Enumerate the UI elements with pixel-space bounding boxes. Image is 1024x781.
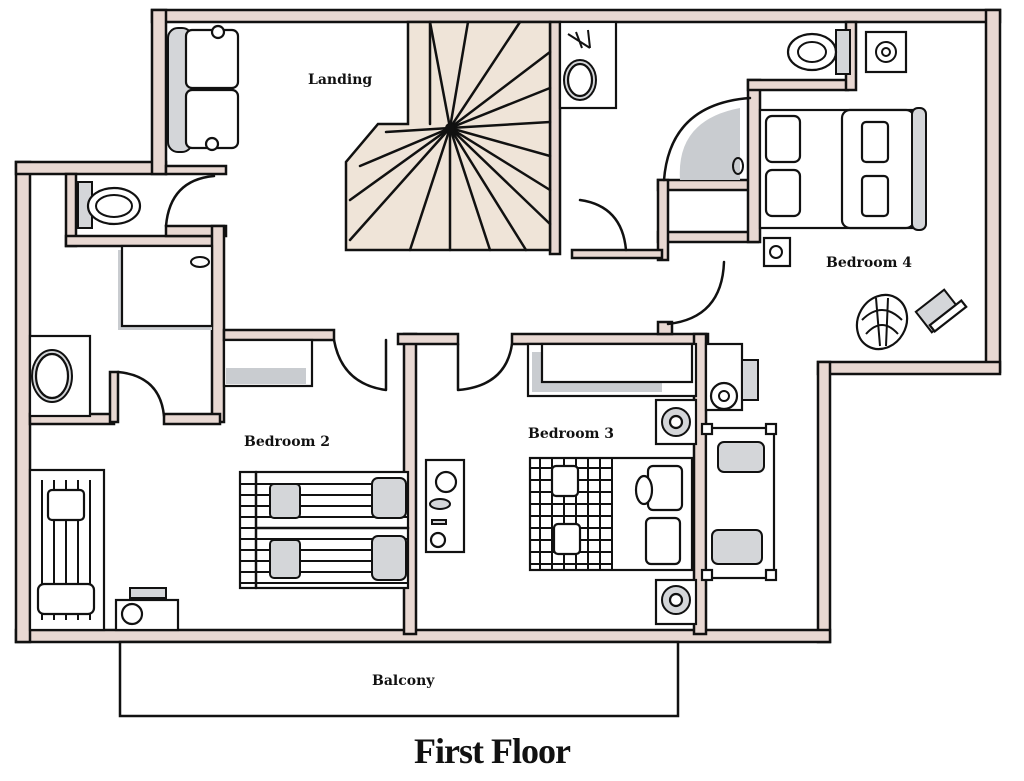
door-bedroom3: [456, 342, 514, 392]
wc-toilet: [77, 181, 142, 229]
bedroom4-bedside: [762, 236, 792, 268]
stair-tread: [348, 126, 452, 202]
bedroom2-bedside-table: [114, 587, 180, 632]
stair-tread: [448, 126, 528, 252]
stair-tread: [448, 120, 552, 130]
label-bedroom3: Bedroom 3: [528, 426, 614, 442]
stair-tread: [384, 126, 452, 134]
bedroom3-bed: [528, 456, 694, 572]
bedroom4-single-bed: [700, 422, 778, 582]
bathtub: [118, 244, 214, 330]
label-landing: Landing: [308, 72, 372, 88]
stair-tread: [448, 126, 492, 252]
balcony: [118, 640, 680, 718]
stair-tread: [448, 50, 552, 130]
stair-tread: [358, 126, 452, 168]
bedroom3-bedside-tables: [654, 398, 698, 626]
label-balcony: Balcony: [372, 673, 435, 689]
door-swings: [116, 96, 752, 418]
label-bedroom4: Bedroom 4: [826, 255, 912, 271]
sofa: [167, 24, 240, 153]
stair-tread: [448, 126, 552, 192]
ensuite-toilet: [786, 29, 908, 75]
bathroom-basin: [28, 334, 92, 418]
bedroom4-rug-chair: [855, 288, 968, 351]
ensuite-basin: [558, 20, 618, 110]
label-bedroom2: Bedroom 2: [244, 434, 330, 450]
interior-walls: [28, 20, 858, 636]
bedroom4-bed: [758, 107, 927, 231]
stair-tread: [448, 86, 552, 130]
floor-title: First Floor: [414, 731, 571, 771]
outer-walls: [14, 8, 1002, 644]
stair-tread: [348, 126, 452, 242]
staircase: [344, 20, 552, 252]
door-bedroom4: [666, 260, 726, 326]
stair-tread: [448, 126, 552, 226]
door-wc: [164, 174, 216, 228]
door-bedroom2: [332, 338, 388, 392]
stair-tread: [448, 20, 470, 130]
door-bathroom: [116, 370, 166, 418]
stair-tread: [428, 20, 452, 130]
shower: [679, 108, 744, 180]
vanity-table: [424, 458, 466, 554]
bedroom4-desk: [704, 342, 759, 412]
bedroom2-beds: [238, 470, 410, 590]
stair-tread: [448, 20, 522, 130]
stair-tread: [448, 126, 552, 158]
stair-tread: [408, 126, 452, 252]
cot: [28, 468, 106, 632]
door-shower: [662, 96, 752, 182]
bedroom3-wardrobe: [526, 342, 698, 398]
door-landing-bath: [578, 198, 628, 252]
bedroom2-wardrobe: [222, 338, 314, 388]
